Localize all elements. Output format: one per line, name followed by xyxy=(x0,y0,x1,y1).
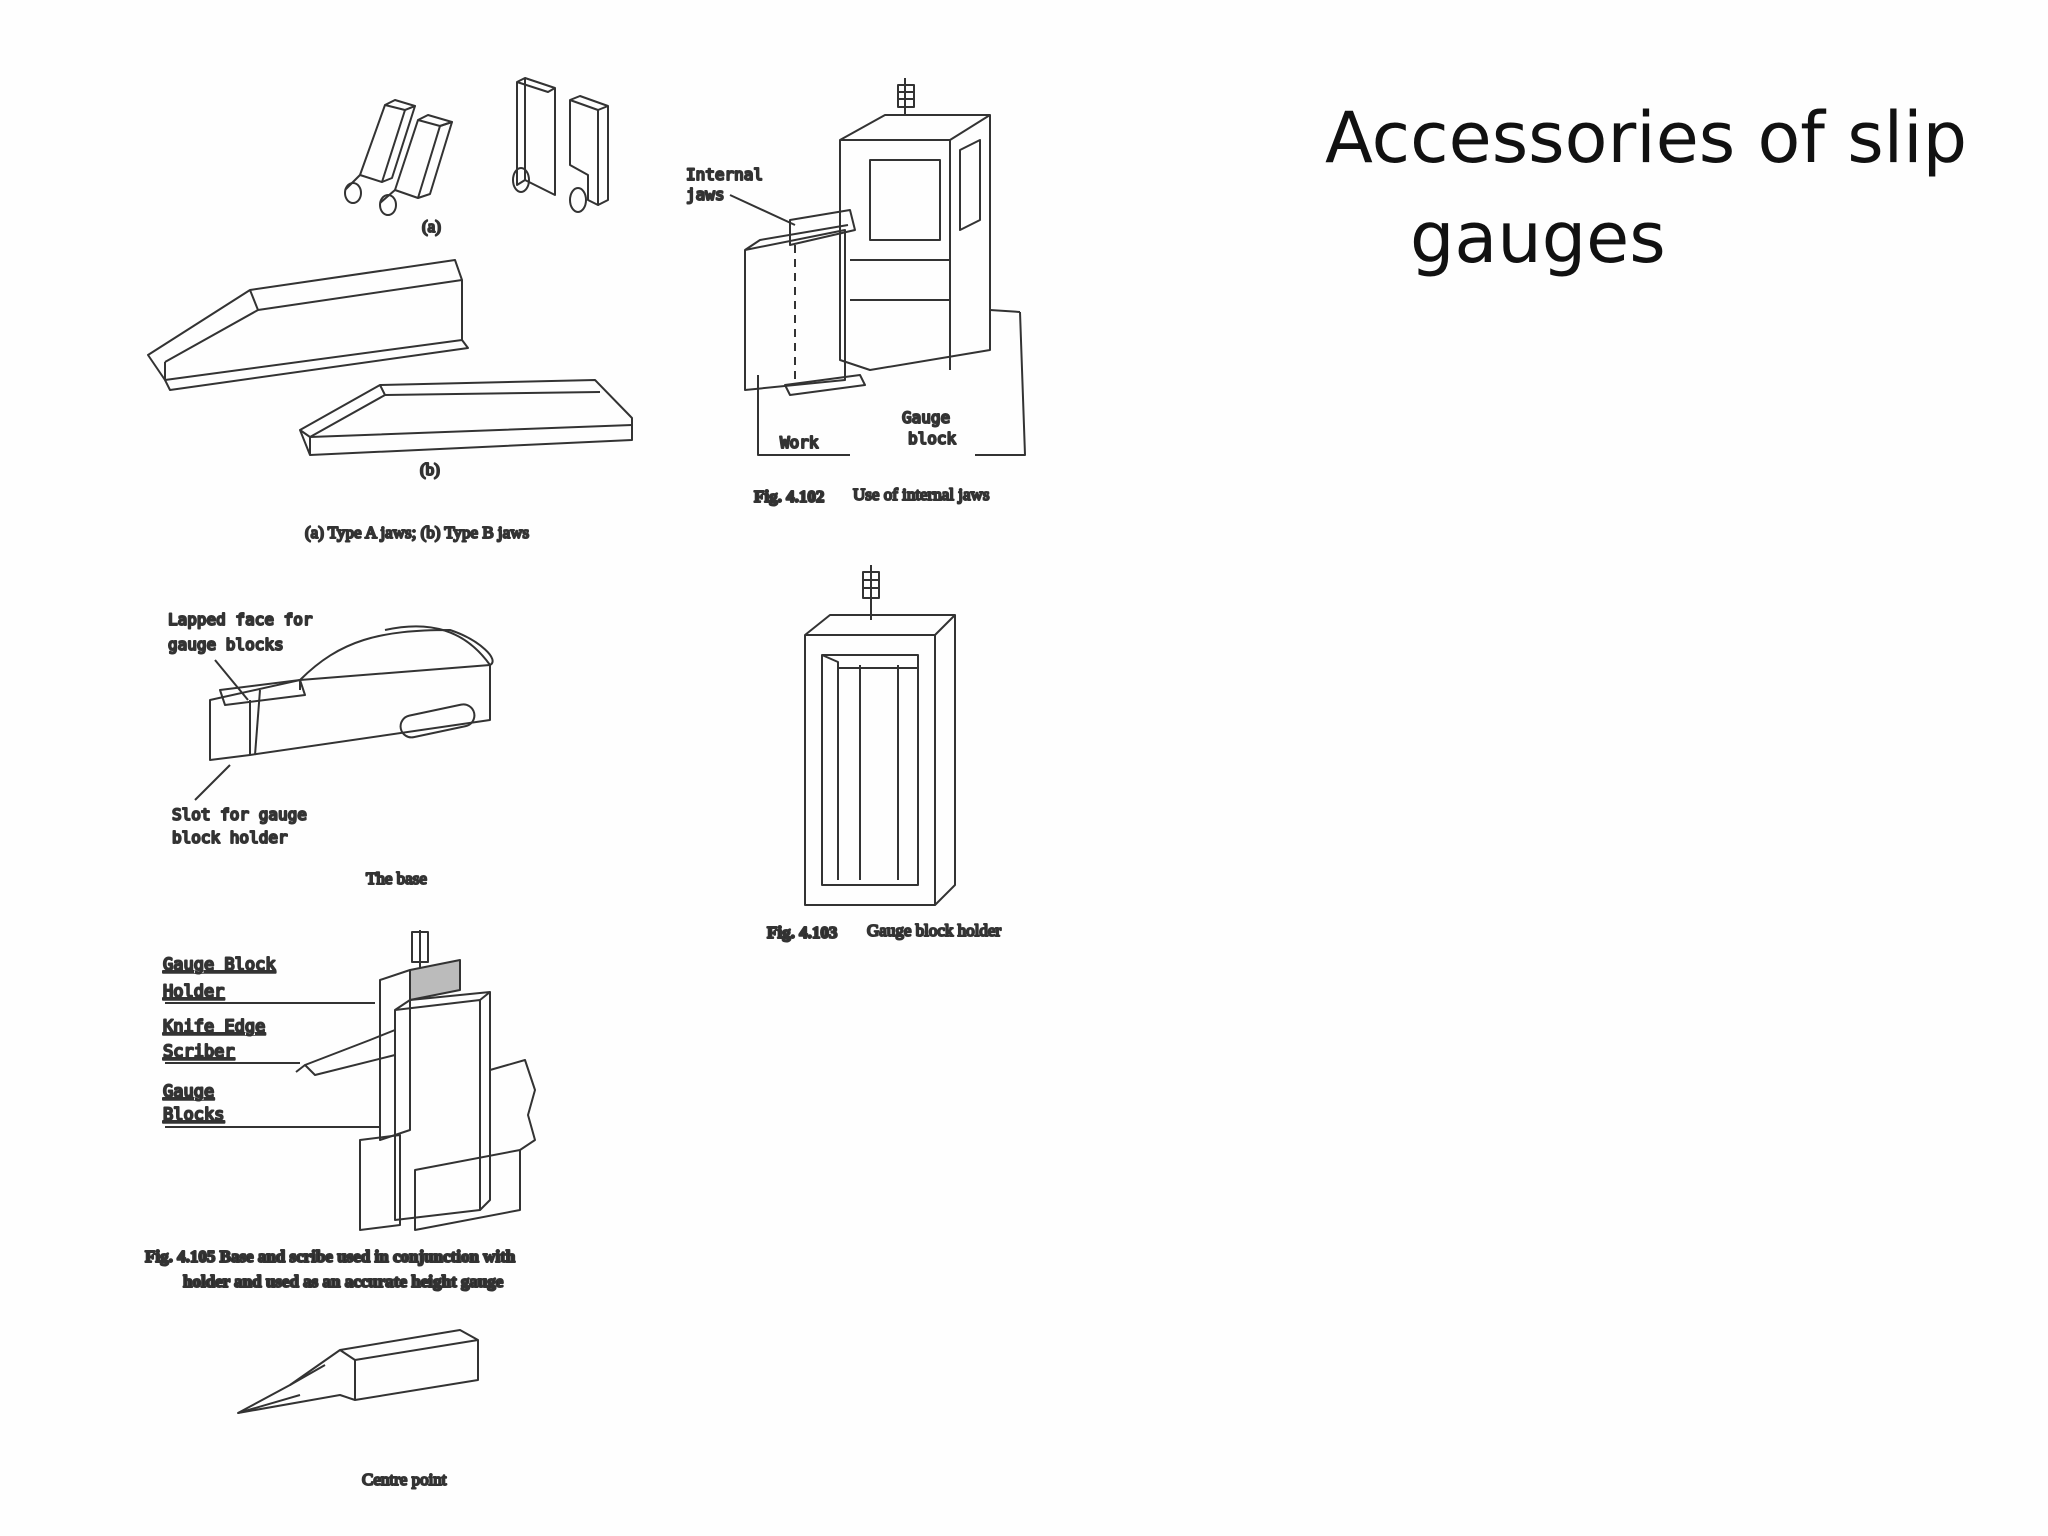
centre-point-figure: Centre point xyxy=(237,1329,479,1490)
gauge-label: Gauge xyxy=(163,1082,214,1102)
work-leader xyxy=(757,375,850,456)
gauge-block-leader xyxy=(975,311,1026,456)
gauge-block-label: Gauge Block xyxy=(163,955,276,975)
block-label: block xyxy=(908,429,957,448)
base-figure: Lapped face for gauge blocks Slot for ga… xyxy=(167,609,494,889)
long-jaw-lower-drawing xyxy=(299,379,633,456)
centre-point-drawing xyxy=(237,1329,479,1414)
type-b-jaws-drawing xyxy=(512,77,609,213)
knife-edge-label: Knife Edge xyxy=(163,1017,265,1037)
jaws-caption: (a) Type A jaws; (b) Type B jaws xyxy=(305,523,529,542)
internal-jaws-leader xyxy=(729,194,796,226)
centre-point-caption: Centre point xyxy=(362,1470,447,1489)
holder-label: Holder xyxy=(163,982,224,1002)
height-gauge-drawing xyxy=(295,930,536,1231)
accessories-illustration: (a) (b) (a) Type A jaws; (b) Type B jaws xyxy=(144,77,1026,1490)
type-a-jaws-drawing xyxy=(344,99,453,216)
jaws-figure: (a) (b) (a) Type A jaws; (b) Type B jaws xyxy=(147,77,633,543)
holder-drawing xyxy=(804,565,956,906)
slot-label-line-1: Slot for gauge xyxy=(172,805,307,824)
jaws-label-b: (b) xyxy=(420,460,440,479)
base-drawing xyxy=(209,625,494,761)
work-label: Work xyxy=(780,433,819,452)
slide-title: Accessories of slip gauges xyxy=(1325,88,2025,288)
scriber-label: Scriber xyxy=(163,1042,235,1062)
fig-4-105-caption-line-1: Fig. 4.105 Base and scribe used in conju… xyxy=(145,1247,516,1266)
fig-4-103-number: Fig. 4.103 xyxy=(767,923,837,942)
holder-figure: Fig. 4.103 Gauge block holder xyxy=(766,565,1002,943)
slot-leader xyxy=(194,764,231,801)
long-jaw-upper-drawing xyxy=(147,259,469,391)
lapped-face-label-line-2: gauge blocks xyxy=(168,635,284,654)
jaws-label: jaws xyxy=(686,185,725,204)
fig-4-102-number: Fig. 4.102 xyxy=(754,487,824,506)
fig-4-105-caption-line-2: holder and used as an accurate height ga… xyxy=(183,1272,504,1291)
gauge-label: Gauge xyxy=(902,408,950,427)
fig-4-103-caption: Gauge block holder xyxy=(867,921,1001,940)
lapped-face-leader xyxy=(214,659,249,701)
internal-jaws-holder-drawing xyxy=(744,78,1021,396)
lapped-face-label-line-1: Lapped face for xyxy=(168,610,313,629)
fig-4-102-caption: Use of internal jaws xyxy=(853,485,989,504)
blocks-label: Blocks xyxy=(163,1105,224,1125)
internal-jaws-figure: Internal jaws Work Gauge block Fig. 4.10… xyxy=(685,78,1026,507)
slide-title-line-2: gauges xyxy=(1410,197,1666,279)
jaws-label-a: (a) xyxy=(422,217,441,236)
slot-label-line-2: block holder xyxy=(172,828,288,847)
height-gauge-figure: Gauge Block Holder Knife Edge Scriber Ga… xyxy=(144,930,536,1292)
base-caption: The base xyxy=(366,869,427,888)
slide-title-line-1: Accessories of slip xyxy=(1325,97,1967,179)
internal-label: Internal xyxy=(686,165,763,184)
